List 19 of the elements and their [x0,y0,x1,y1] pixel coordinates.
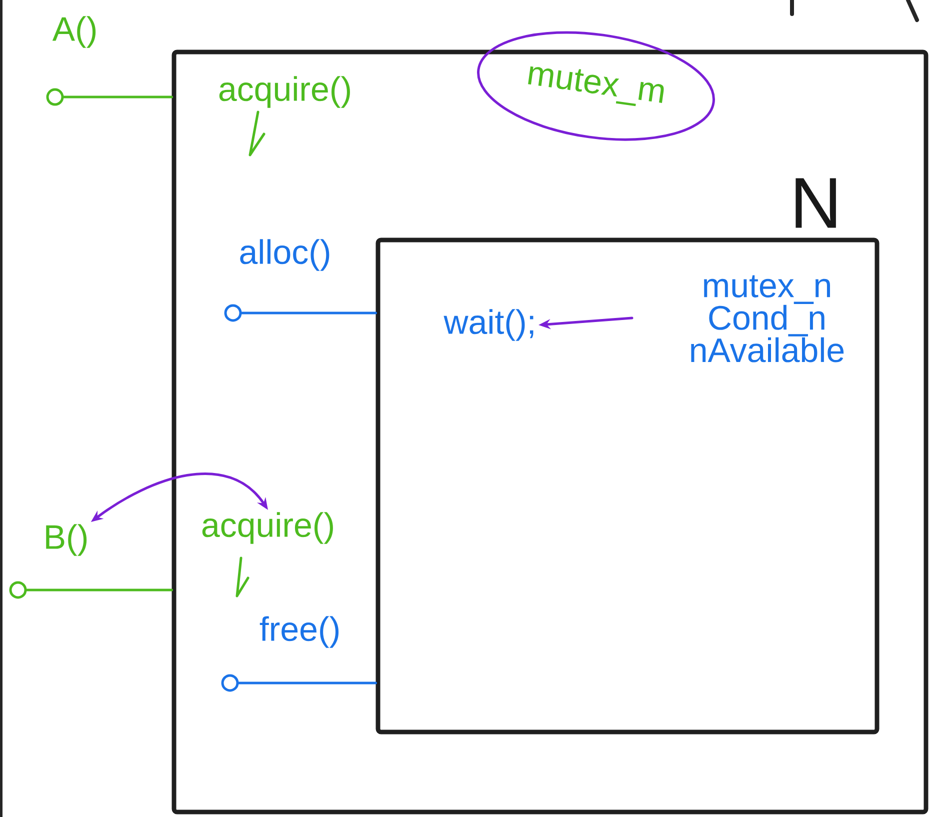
function-label: free() [260,616,339,648]
box-heading: N [796,178,836,228]
port-circle [46,88,64,106]
function-label: B() [46,524,87,556]
port-circle [221,674,239,692]
connector-line [238,682,377,684]
circled-label: mutex_m [477,31,715,141]
outer-box [172,50,928,814]
port-circle [224,304,242,322]
variable-list: mutex_n Cond_n nAvailable [691,275,844,362]
function-label: alloc() [240,239,330,271]
connector-line [240,312,377,314]
port-circle [9,581,27,599]
function-label: acquire() [202,512,333,544]
function-label: wait(); [444,309,534,341]
connector-line [26,588,173,592]
connector-line [62,96,173,98]
function-label: acquire() [219,76,350,108]
function-label: A() [52,16,96,48]
